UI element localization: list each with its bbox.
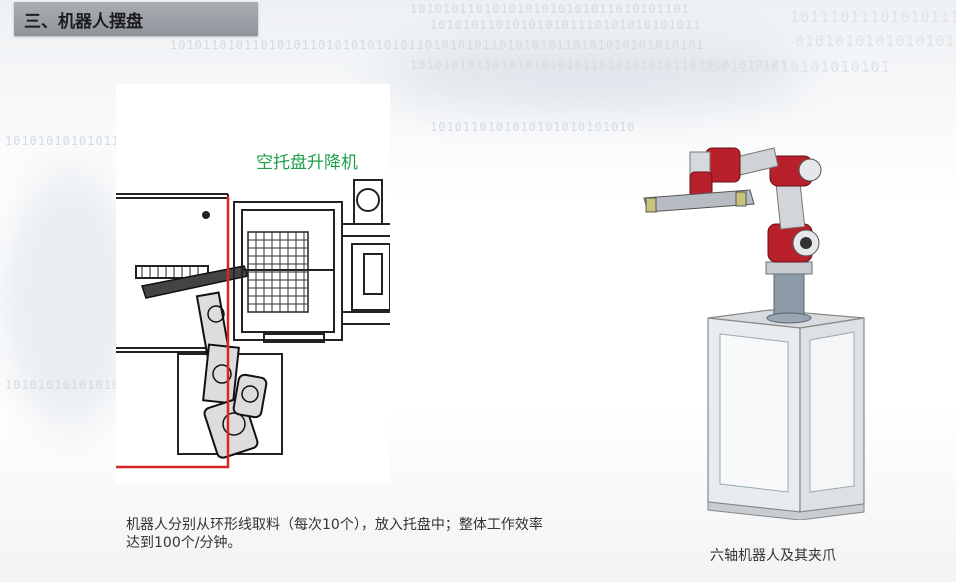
sensor-dot: [202, 211, 210, 219]
description-text: 机器人分别从环形线取料（每次10个），放入托盘中；整体工作效率 达到100个/分…: [126, 517, 543, 551]
background-binary: 1010110101101010110101010101011010101011…: [170, 38, 705, 52]
section-title: 三、机器人摆盘: [24, 12, 143, 32]
background-binary: 1011101110101011111: [790, 8, 956, 26]
robot-caption: 六轴机器人及其夹爪: [710, 548, 836, 564]
robot-icon: [643, 147, 865, 520]
background-binary: 10101101010101010101: [690, 58, 891, 76]
background-binary: 101010110101010101110101010101011: [430, 18, 702, 32]
background-binary: 1010101011010101010101101010101011010101…: [410, 58, 789, 72]
safety-boundary: [116, 196, 230, 469]
background-glow: [380, 40, 800, 110]
background-binary: 0101010101010101010: [795, 32, 956, 50]
layout-drawing-svg: [116, 179, 391, 469]
robot-cabinet: [707, 309, 865, 520]
background-binary: 1010101101010101010101011010101101: [410, 2, 690, 16]
section-title-bar: 三、机器人摆盘: [14, 2, 258, 36]
background-binary: 1010110101010101010101010: [430, 120, 636, 134]
layout-drawing: [116, 84, 391, 483]
empty-tray-lifter-label: 空托盘升降机: [256, 153, 358, 173]
